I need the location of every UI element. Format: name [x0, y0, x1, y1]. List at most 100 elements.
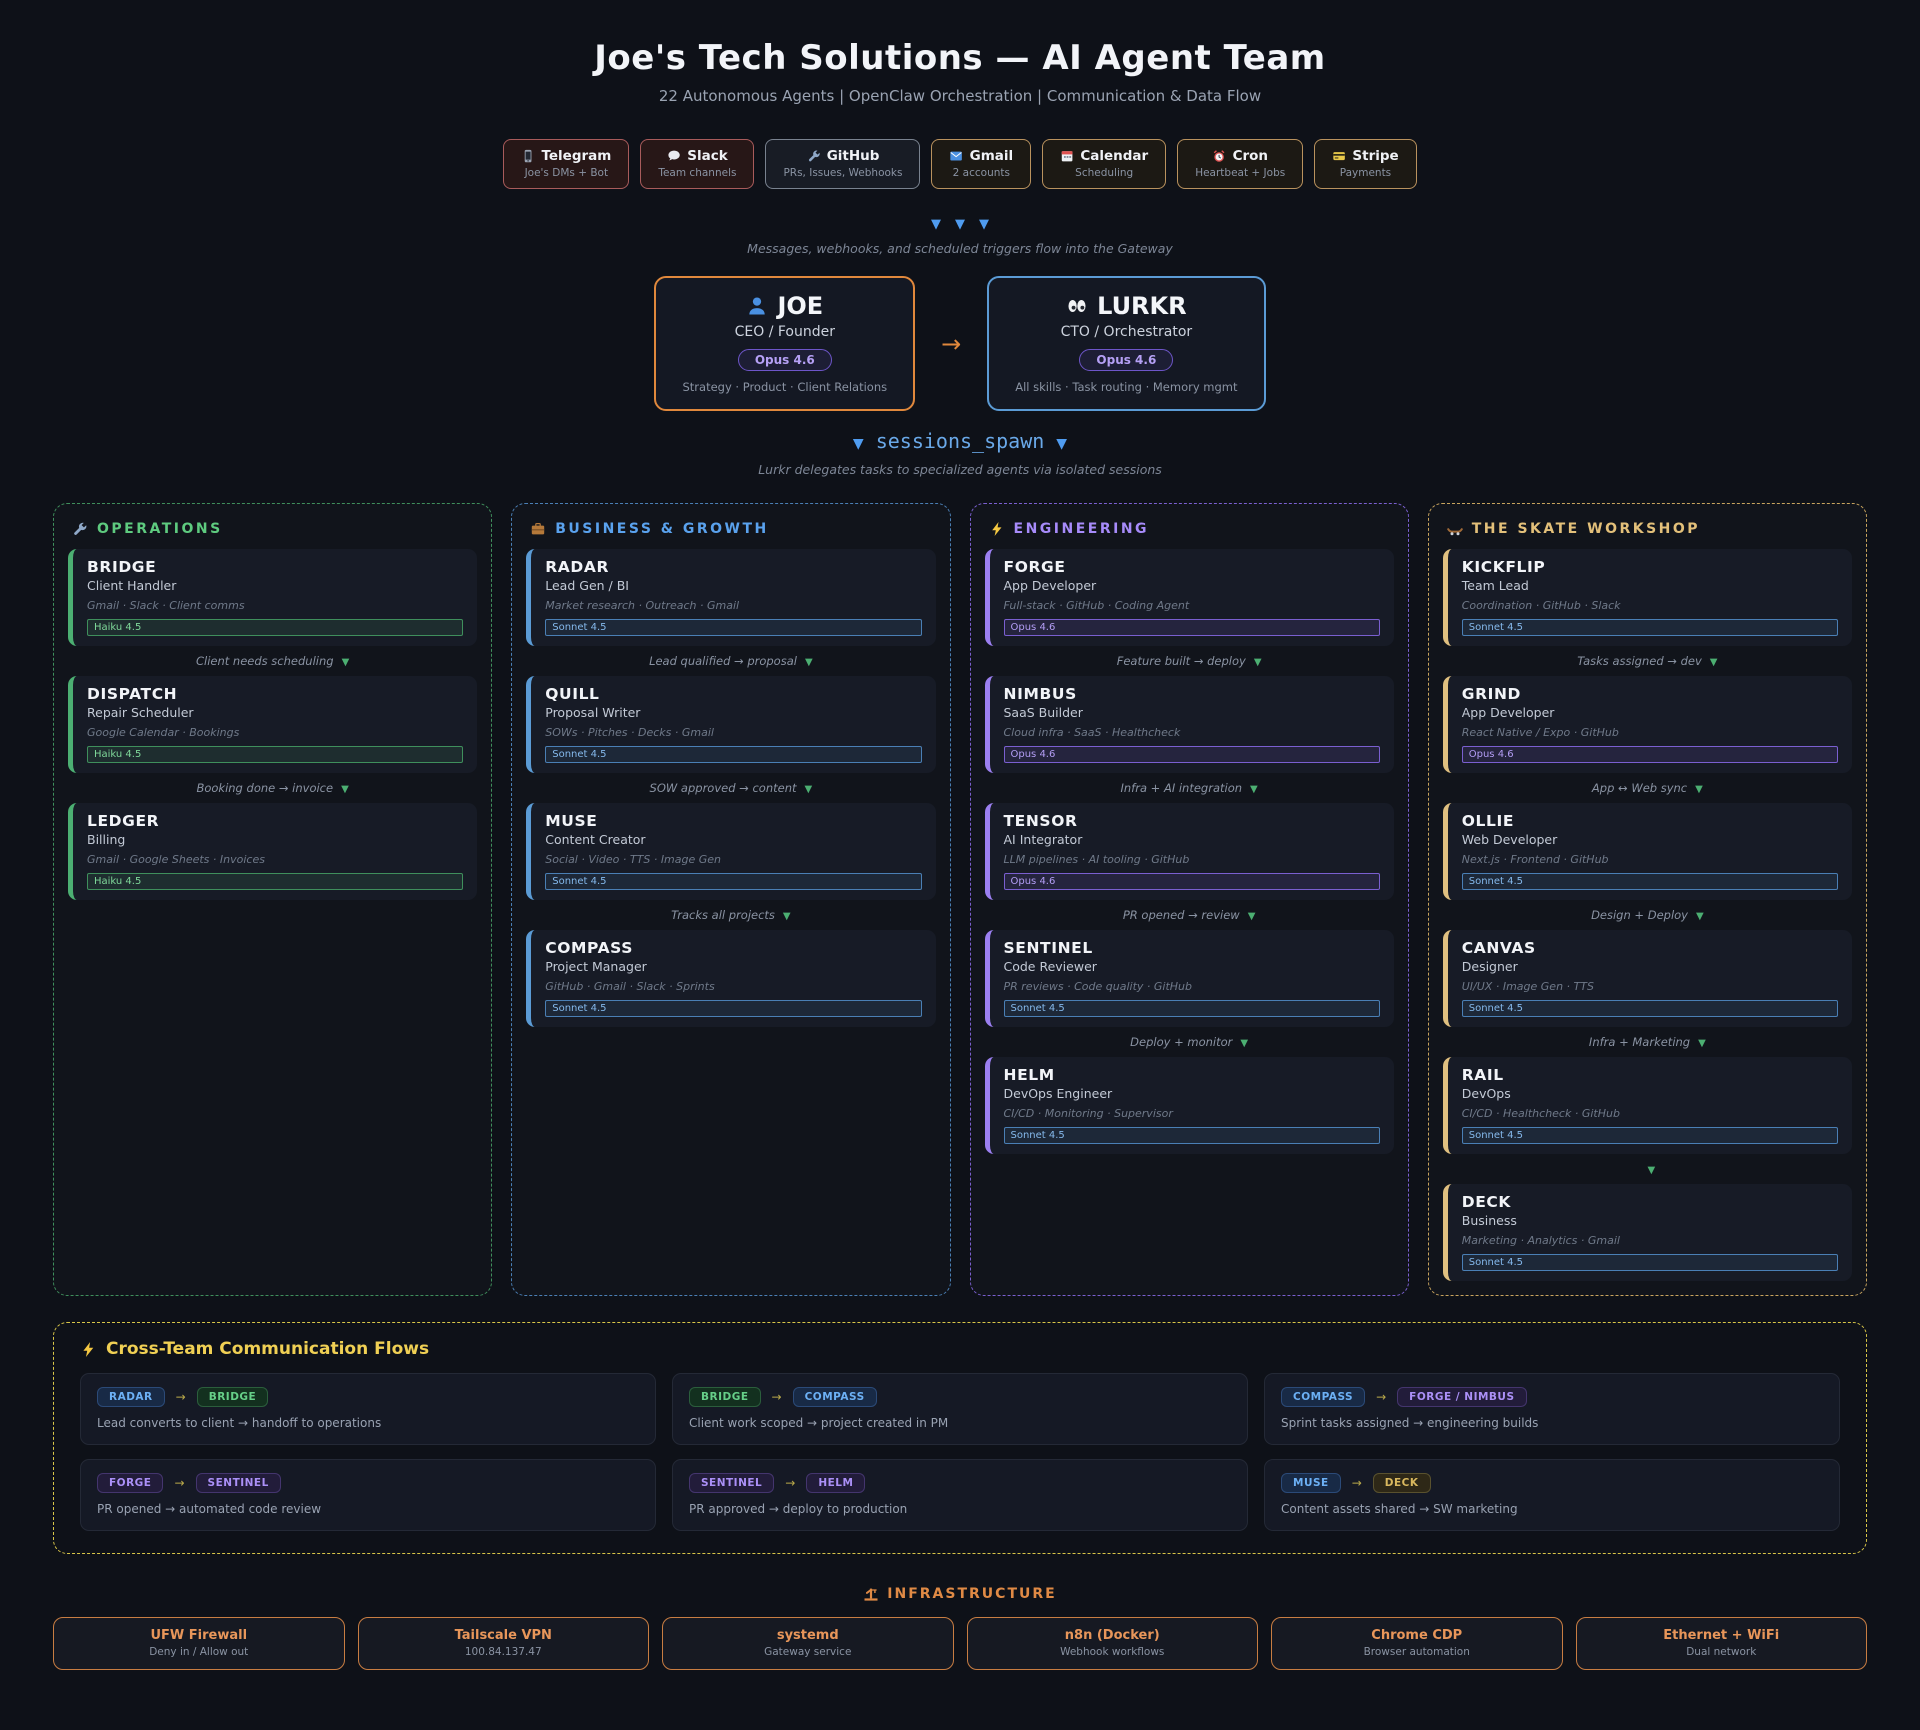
integration-slack: Slack Team channels	[640, 139, 755, 189]
flow-connector: Design + Deploy▼	[1443, 900, 1852, 930]
agent-model-badge: Sonnet 4.5	[545, 746, 922, 763]
agent-badge: BRIDGE	[196, 1387, 269, 1407]
agent-skills: Social · Video · TTS · Image Gen	[545, 853, 722, 866]
leader-name: LURKR	[1097, 292, 1187, 320]
flow-arrow: →	[785, 1476, 796, 1490]
agent-card-ollie: OLLIE Web Developer Next.js · Frontend ·…	[1442, 803, 1852, 900]
agent-name: DECK	[1461, 1193, 1511, 1211]
lightning-icon	[80, 1341, 97, 1358]
envelope-icon	[949, 149, 963, 163]
team-header: BUSINESS & GROWTH	[530, 521, 935, 537]
infra-desc: 100.84.137.47	[464, 1646, 542, 1658]
flow-arrow: →	[771, 1390, 782, 1404]
integrations-row: Telegram Joe's DMs + Bot Slack Team chan…	[53, 139, 1867, 189]
integration-desc: Heartbeat + Jobs	[1195, 167, 1286, 179]
agent-card-radar: RADAR Lead Gen / BI Market research · Ou…	[526, 549, 936, 646]
flow-connector: PR opened → review▼	[985, 900, 1394, 930]
flow-label: Booking done → invoice	[196, 781, 334, 795]
agent-name: QUILL	[545, 685, 600, 703]
flow-connector: ▼	[1443, 1154, 1852, 1184]
integration-name: Calendar	[1080, 148, 1149, 164]
flow-label: Feature built → deploy	[1116, 654, 1246, 668]
integration-desc: Team channels	[658, 167, 737, 179]
infra-box-systemd: systemd Gateway service	[662, 1617, 954, 1670]
infra-desc: Webhook workflows	[1060, 1646, 1165, 1658]
agent-role: Repair Scheduler	[87, 705, 194, 720]
flow-label: App ↔ Web sync	[1591, 781, 1688, 795]
agent-card-tensor: TENSOR AI Integrator LLM pipelines · AI …	[984, 803, 1394, 900]
leader-name: JOE	[777, 292, 824, 320]
agent-skills: CI/CD · Healthcheck · GitHub	[1461, 1107, 1620, 1120]
infra-title: Ethernet + WiFi	[1663, 1628, 1780, 1643]
agent-skills: Market research · Outreach · Gmail	[545, 599, 740, 612]
agent-name: LEDGER	[87, 812, 160, 830]
agent-model-badge: Opus 4.6	[1003, 746, 1380, 763]
agent-card-helm: HELM DevOps Engineer CI/CD · Monitoring …	[984, 1057, 1394, 1154]
sessions-spawn-row: ▼sessions_spawn▼	[53, 429, 1867, 453]
infrastructure-row: UFW Firewall Deny in / Allow out Tailsca…	[53, 1617, 1867, 1670]
flow-card-muse-deck: MUSE → DECK Content assets shared → SW m…	[1264, 1459, 1840, 1531]
agent-card-muse: MUSE Content Creator Social · Video · TT…	[526, 803, 936, 900]
infra-desc: Gateway service	[764, 1646, 852, 1658]
flow-label: Tasks assigned → dev	[1577, 654, 1702, 668]
agent-skills: PR reviews · Code quality · GitHub	[1003, 980, 1193, 993]
agent-name: CANVAS	[1461, 939, 1536, 957]
agent-model-badge: Sonnet 4.5	[545, 873, 922, 890]
infra-box-ethernet-wifi: Ethernet + WiFi Dual network	[1575, 1617, 1867, 1670]
agent-card-canvas: CANVAS Designer UI/UX · Image Gen · TTS …	[1442, 930, 1852, 1027]
infra-box-ufw-firewall: UFW Firewall Deny in / Allow out	[53, 1617, 345, 1670]
agent-role: AI Integrator	[1003, 832, 1083, 847]
infrastructure-header: INFRASTRUCTURE	[53, 1586, 1867, 1602]
agent-card-nimbus: NIMBUS SaaS Builder Cloud infra · SaaS ·…	[984, 676, 1394, 773]
agent-card-sentinel: SENTINEL Code Reviewer PR reviews · Code…	[984, 930, 1394, 1027]
agent-badge: HELM	[806, 1473, 866, 1493]
down-arrow-icon: ▼	[1247, 911, 1256, 922]
agent-model-badge: Sonnet 4.5	[1461, 1000, 1838, 1017]
agent-model-badge: Sonnet 4.5	[1461, 1254, 1838, 1271]
infra-title: systemd	[776, 1628, 839, 1643]
integration-label: Calendar	[1060, 148, 1148, 164]
model-badge: Opus 4.6	[737, 349, 832, 371]
agent-skills: UI/UX · Image Gen · TTS	[1461, 980, 1594, 993]
infra-desc: Deny in / Allow out	[149, 1646, 249, 1658]
flow-label: Infra + Marketing	[1588, 1035, 1691, 1049]
agent-role: Client Handler	[87, 578, 177, 593]
agent-role: Designer	[1461, 959, 1518, 974]
agent-model-badge: Haiku 4.5	[87, 746, 464, 763]
sessions-spawn-note: Lurkr delegates tasks to specialized age…	[758, 462, 1162, 477]
calendar-icon	[1060, 149, 1074, 163]
agent-name: SENTINEL	[1003, 939, 1093, 957]
integration-label: Telegram	[521, 148, 611, 164]
agent-badge: FORGE	[97, 1473, 164, 1493]
agent-model-badge: Opus 4.6	[1003, 619, 1380, 636]
integration-label: Cron	[1195, 148, 1285, 164]
agent-model-badge: Sonnet 4.5	[1461, 873, 1838, 890]
agent-card-rail: RAIL DevOps CI/CD · Healthcheck · GitHub…	[1442, 1057, 1852, 1154]
down-arrow-icon: ▼	[1698, 1038, 1706, 1049]
team-column-skate-workshop: THE SKATE WORKSHOP KICKFLIP Team Lead Co…	[1427, 503, 1867, 1296]
flow-label: Infra + AI integration	[1120, 781, 1243, 795]
flow-label: Design + Deploy	[1591, 908, 1688, 922]
flow-label: Deploy + monitor	[1130, 1035, 1233, 1049]
agent-role: Team Lead	[1461, 578, 1529, 593]
agent-skills: Next.js · Frontend · GitHub	[1461, 853, 1609, 866]
infra-desc: Browser automation	[1363, 1646, 1470, 1658]
agent-skills: Gmail · Google Sheets · Invoices	[87, 853, 265, 866]
chat-icon	[667, 149, 681, 163]
agent-badge: COMPASS	[1281, 1387, 1366, 1407]
team-header: ENGINEERING	[989, 521, 1394, 537]
flow-arrow: →	[1376, 1390, 1387, 1404]
agent-role: DevOps Engineer	[1003, 1086, 1113, 1101]
agent-role: App Developer	[1003, 578, 1097, 593]
flow-badges: MUSE → DECK	[1281, 1473, 1823, 1493]
agent-badge: RADAR	[97, 1387, 165, 1407]
agent-card-compass: COMPASS Project Manager GitHub · Gmail ·…	[526, 930, 936, 1027]
agent-card-ledger: LEDGER Billing Gmail · Google Sheets · I…	[68, 803, 478, 900]
agent-name: HELM	[1003, 1066, 1055, 1084]
page-subtitle: 22 Autonomous Agents | OpenClaw Orchestr…	[658, 87, 1262, 105]
flow-label: SOW approved → content	[649, 781, 797, 795]
flow-badges: FORGE → SENTINEL	[97, 1473, 639, 1493]
agent-role: Business	[1461, 1213, 1517, 1228]
agent-skills: SOWs · Pitches · Decks · Gmail	[545, 726, 714, 739]
integration-name: GitHub	[826, 148, 880, 164]
